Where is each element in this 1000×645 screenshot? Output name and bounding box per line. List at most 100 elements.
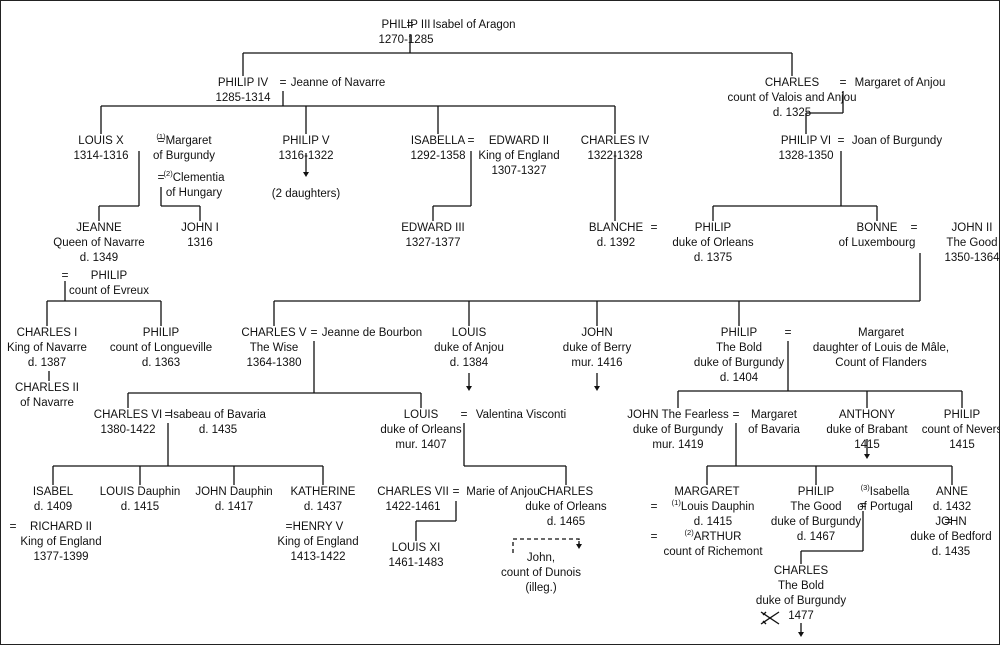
marriage-sign: =: [285, 519, 293, 533]
person-line: CHARLES II: [15, 382, 79, 394]
person-line: duke of Brabant: [826, 424, 908, 436]
person-line: duke of Burgundy: [770, 516, 862, 528]
person-line: PHILIP: [943, 409, 981, 421]
person-charles-bold-death: 1477: [788, 609, 814, 624]
marriage-sign: =: [650, 529, 658, 543]
person-line: Jeanne de Bourbon: [321, 327, 423, 339]
marriage-sign: =: [157, 133, 165, 147]
person-line: CHARLES: [773, 565, 829, 577]
person-line: count of Longueville: [109, 342, 213, 354]
person-line: 1316-1322: [278, 150, 334, 162]
person-line: mur. 1407: [395, 439, 447, 451]
person-line: Joan of Burgundy: [851, 135, 943, 147]
person-line: King of England: [478, 150, 560, 162]
person-line: d. 1435: [198, 424, 238, 436]
person-line: JOHN Dauphin: [195, 486, 273, 498]
person-line: d. 1465: [546, 516, 586, 528]
person-line: The Bold: [715, 342, 763, 354]
person-line: d. 1409: [33, 501, 73, 513]
marriage-number: (2): [684, 528, 694, 538]
person-line: 1314-1316: [73, 150, 129, 162]
person-line: d. 1387: [27, 357, 67, 369]
person-jeanne-navarre: Jeanne of Navarre: [291, 76, 386, 91]
person-line: Margaret: [750, 409, 798, 421]
person-line: (2)ARTHUR: [663, 528, 762, 545]
person-line: (2)Clementia: [163, 169, 225, 186]
person-line: d. 1467: [796, 531, 836, 543]
person-line: of Burgundy: [152, 150, 216, 162]
person-line: 1415: [949, 439, 975, 451]
person-line: duke of Berry: [562, 342, 632, 354]
person-joan-burgundy: Joan of Burgundy: [852, 134, 942, 149]
person-line: d. 1432: [932, 501, 972, 513]
marriage-sign: =: [837, 133, 845, 147]
marriage-sign: =: [61, 268, 69, 282]
person-line: RICHARD II: [30, 521, 92, 533]
person-line: PHILIP: [694, 222, 732, 234]
person-line: JOHN: [581, 327, 613, 339]
marriage-number: (1): [156, 132, 166, 142]
person-line: MARGARET: [674, 486, 740, 498]
person-line: ISABEL: [32, 486, 74, 498]
person-line: count of Evreux: [69, 285, 149, 297]
marriage-sign: =: [650, 499, 658, 513]
person-line: (1)Louis Dauphin: [671, 498, 755, 515]
person-line: CHARLES: [764, 77, 820, 89]
person-line: duke of Orleans: [525, 501, 607, 513]
person-line: EDWARD III: [401, 222, 465, 234]
person-line: 1377-1399: [33, 551, 89, 563]
person-isabel: ISABEL d. 1409: [33, 485, 73, 515]
person-marie-anjou: Marie of Anjou: [466, 485, 540, 500]
marriage-number: (2): [163, 169, 173, 179]
person-line: CHARLES I: [16, 327, 78, 339]
person-line: of Portugal: [857, 501, 913, 513]
person-line: KATHERINE: [290, 486, 356, 498]
person-line: d. 1415: [120, 501, 160, 513]
arrow-down-icon: [466, 386, 472, 391]
person-line: 1322-1328: [587, 150, 643, 162]
person-anne: ANNE d. 1432: [933, 485, 971, 515]
person-line: Isabeau of Bavaria: [170, 409, 266, 421]
person-line: mur. 1416: [571, 357, 623, 369]
person-line: d. 1325: [772, 107, 812, 119]
person-line: PHILIP VI: [780, 135, 832, 147]
person-line: Count of Flanders: [835, 357, 927, 369]
person-name-text: Louis Dauphin: [680, 501, 755, 513]
person-line: LOUIS XI: [391, 542, 441, 554]
person-line: duke of Orleans: [380, 424, 462, 436]
person-line: d. 1417: [214, 501, 254, 513]
person-line: Margaret of Anjou: [854, 77, 946, 89]
marriage-number: (1): [671, 498, 681, 508]
marriage-sign: =: [9, 519, 17, 533]
person-line: daughter of Louis de Mâle,: [812, 342, 950, 354]
marriage-sign: =: [460, 407, 468, 421]
person-line: PHILIP: [797, 486, 835, 498]
person-line: ANNE: [936, 486, 968, 498]
person-line: LOUIS: [403, 409, 439, 421]
person-name-text: Isabella: [869, 486, 910, 498]
person-line: EDWARD II: [488, 135, 550, 147]
person-line: CHARLES VI: [93, 409, 163, 421]
person-line: 1292-1358: [410, 150, 466, 162]
